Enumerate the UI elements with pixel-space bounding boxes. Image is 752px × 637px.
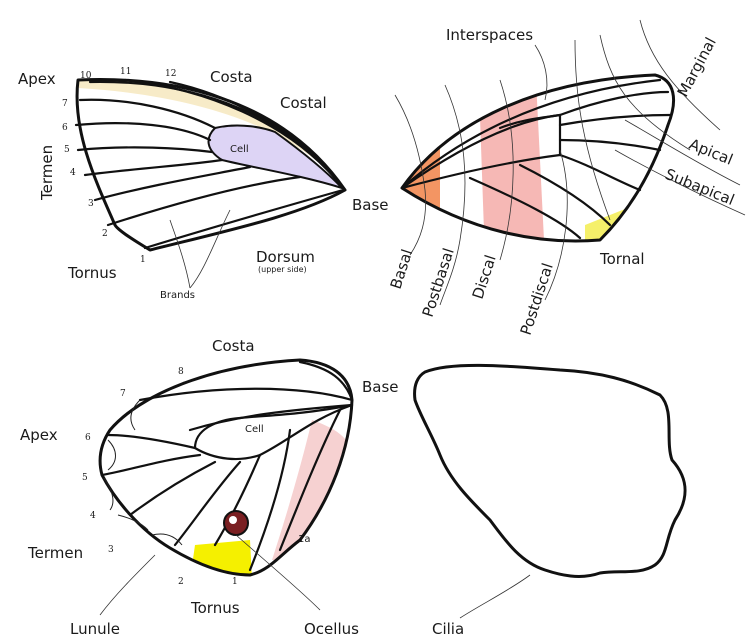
vein-number: 5 (82, 473, 88, 483)
postdiscal-label: Postdiscal (517, 261, 557, 337)
forewing-veins-diagram: Apex Costa Costal Termen Cell Base Tornu… (18, 67, 389, 301)
vein-number: 4 (90, 511, 96, 521)
vein-number: 10 (80, 71, 92, 81)
basal-area (395, 60, 440, 260)
vein-number: 7 (62, 99, 68, 109)
hw-termen-label: Termen (27, 544, 83, 562)
vein-number: 2 (102, 229, 108, 239)
vein-number: 2 (178, 577, 184, 587)
subapical-label: Subapical (663, 165, 737, 209)
vein-number: 11 (120, 67, 131, 77)
vein-number: 5 (64, 145, 70, 155)
hw-base-label: Base (362, 378, 399, 396)
base-label: Base (352, 196, 389, 214)
vein-number: 6 (85, 433, 91, 443)
apex-label: Apex (18, 70, 56, 88)
vein-1a-label: 1a (298, 534, 311, 545)
termen-label: Termen (38, 145, 56, 201)
tornus-label: Tornus (67, 264, 117, 282)
discal-area (478, 60, 545, 260)
vein-number: 1 (232, 577, 238, 587)
lunule-label: Lunule (70, 620, 120, 637)
brands-label: Brands (160, 290, 195, 301)
costa-label: Costa (210, 68, 253, 86)
vein-number: 8 (178, 367, 184, 377)
dorsum-label: Dorsum (256, 248, 315, 266)
costal-label: Costal (280, 94, 327, 112)
hw-cell-label: Cell (245, 424, 264, 435)
hw-tornus-label: Tornus (190, 599, 240, 617)
hindwing-features-diagram: Costa Base Apex Cell Termen Lunule Tornu… (20, 337, 399, 637)
tornal-label: Tornal (599, 250, 645, 268)
discal-label: Discal (469, 253, 500, 301)
postbasal-label: Postbasal (419, 246, 458, 319)
hw-apex-label: Apex (20, 426, 58, 444)
ocellus-spot (224, 511, 248, 535)
hindwing-cilia-outline (415, 365, 686, 576)
hw-costa-label: Costa (212, 337, 255, 355)
forewing-areas-diagram: Interspaces Marginal Apical Subapical Ba… (387, 20, 745, 337)
cell-label: Cell (230, 144, 249, 155)
dorsum-sub-label: (upper side) (258, 265, 307, 274)
hindwing-cilia-diagram: Cilia (415, 365, 686, 637)
vein-number: 6 (62, 123, 68, 133)
vein-number: 1 (140, 255, 146, 265)
discal-cell (209, 125, 342, 188)
vein-number: 4 (70, 168, 76, 178)
ocellus-label: Ocellus (304, 620, 359, 637)
apical-label: Apical (687, 135, 736, 169)
vein-number: 3 (88, 199, 94, 209)
cilia-label: Cilia (432, 620, 464, 637)
marginal-label: Marginal (674, 34, 720, 99)
vein-number: 3 (108, 545, 114, 555)
ocellus-highlight (229, 516, 237, 524)
vein-number: 12 (165, 69, 176, 79)
vein-number: 7 (120, 389, 126, 399)
interspaces-label: Interspaces (446, 26, 533, 44)
basal-label: Basal (387, 247, 417, 291)
